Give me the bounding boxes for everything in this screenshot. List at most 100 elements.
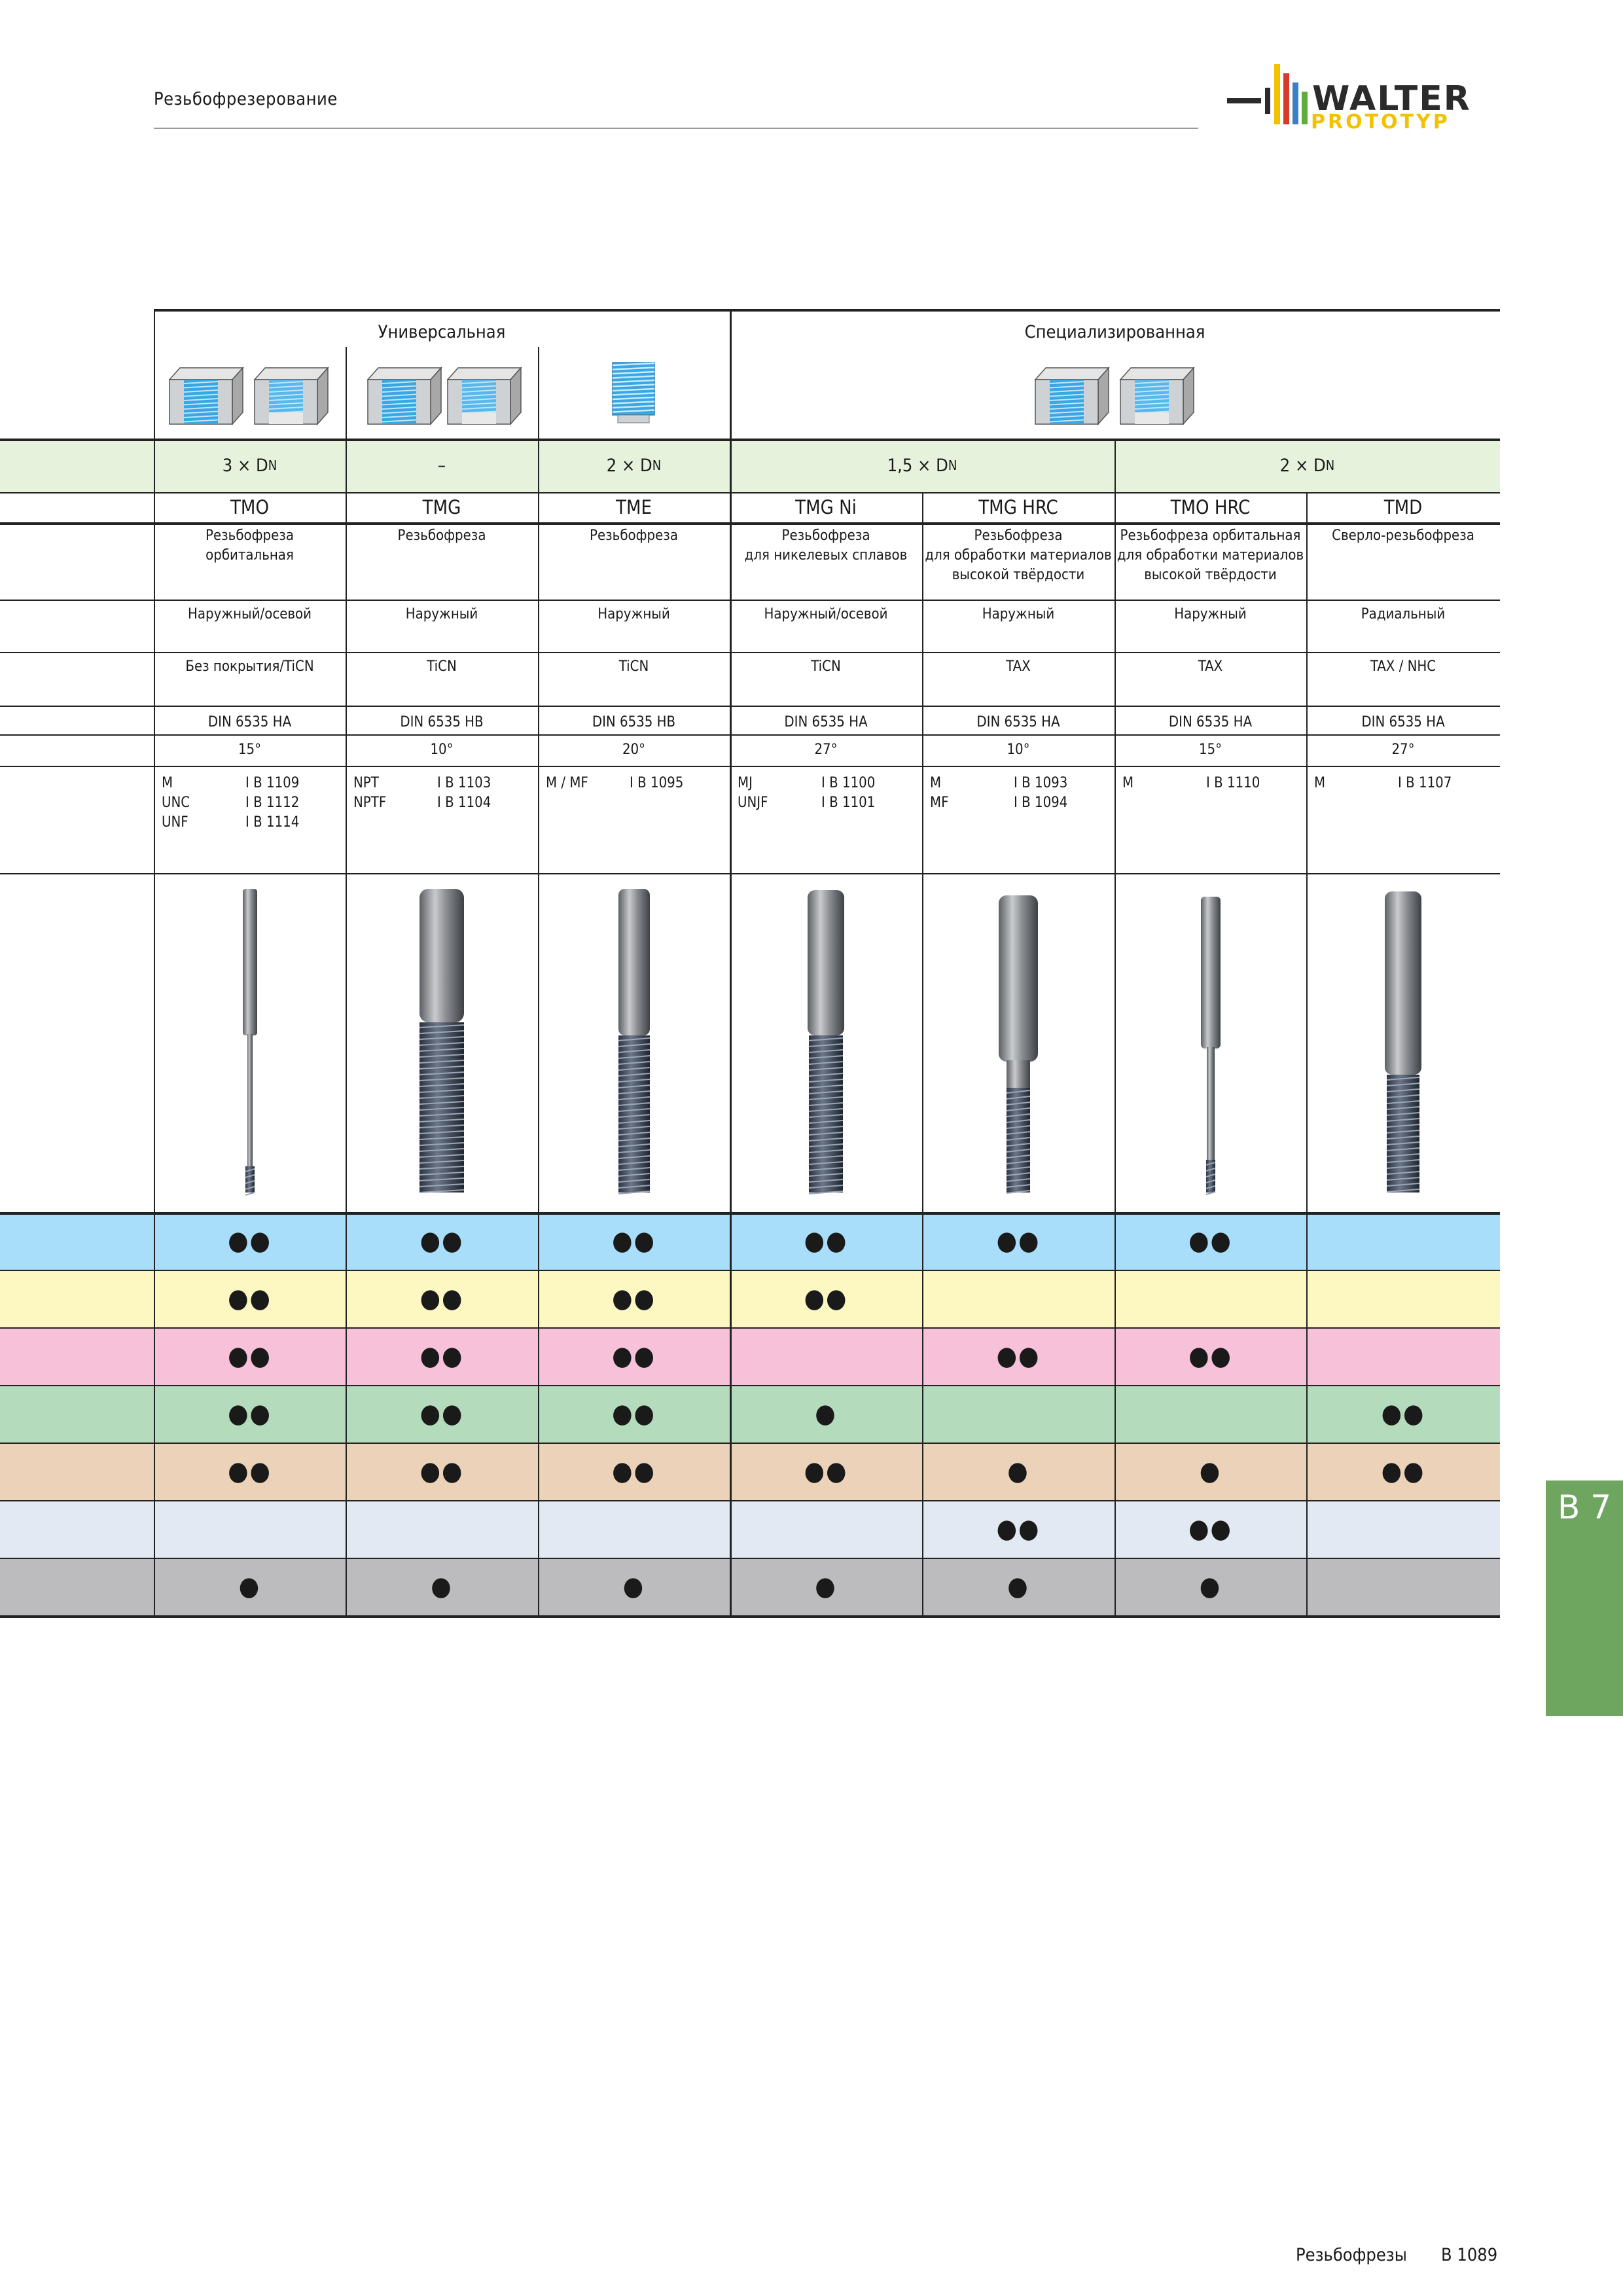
group-specialized: Специализированная	[1024, 322, 1205, 342]
thread-type: NPTF	[353, 795, 387, 811]
coating: TAX	[1198, 658, 1223, 675]
suitability-mark: ●	[238, 1571, 261, 1602]
suitability-mark: ●●	[996, 1226, 1041, 1256]
thread-type: MJ	[738, 775, 753, 791]
suitability-mark: ●●	[1188, 1514, 1232, 1544]
shank-standard: DIN 6535 HB	[400, 714, 484, 730]
suitability-mark	[346, 1500, 538, 1558]
tool-name: TMO HRC	[1170, 496, 1251, 518]
suitability-mark: ●	[1007, 1456, 1029, 1486]
tool-description-line: высокой твёрдости	[1144, 567, 1277, 583]
helix-angle: 10°	[430, 742, 454, 758]
catalog-page-ref: I B 1110	[1206, 775, 1260, 791]
suitability-mark: ●	[622, 1571, 645, 1602]
coating: TiCN	[427, 658, 457, 675]
suitability-mark: ●●	[419, 1341, 464, 1371]
suitability-mark: ●	[1007, 1571, 1029, 1602]
table-rule	[0, 1270, 1500, 1271]
chapter-tab-label: B 7	[1558, 1488, 1612, 1526]
machining-direction: Наружный	[982, 606, 1055, 622]
coating: TiCN	[811, 658, 841, 675]
table-rule	[0, 1558, 1500, 1559]
suitability-mark: ●●	[419, 1399, 464, 1429]
column-rule	[538, 347, 539, 1615]
tool-description-line: Резьбофреза	[974, 528, 1063, 544]
helix-angle: 10°	[1007, 742, 1030, 758]
thread-type: UNF	[162, 814, 188, 831]
suitability-mark	[154, 1500, 346, 1558]
suitability-mark: ●●	[1188, 1341, 1232, 1371]
tool-name: TME	[616, 496, 652, 518]
catalog-page-ref: I B 1112	[245, 795, 300, 811]
tool-description-line: Резьбофреза	[397, 528, 486, 544]
tool-name: TMG Ni	[795, 496, 857, 518]
table-rule	[0, 1615, 1500, 1618]
material-row-background	[0, 1558, 1500, 1615]
thread-reference: M I B 1110	[1115, 766, 1306, 873]
thread-type: UNC	[162, 795, 190, 811]
catalog-page-ref: I B 1114	[245, 814, 300, 831]
thread-hole-icon	[1119, 367, 1195, 425]
tool-description-line: для никелевых сплавов	[744, 547, 908, 564]
suitability-mark: ●●	[228, 1341, 272, 1371]
suitability-mark: ●●	[419, 1283, 464, 1314]
material-row-background	[0, 1327, 1500, 1385]
machining-direction: Наружный/осевой	[187, 606, 312, 622]
machining-direction: Наружный	[597, 606, 670, 622]
suitability-mark: ●●	[1381, 1399, 1425, 1429]
shank-standard: DIN 6535 HA	[1361, 714, 1445, 730]
helix-angle: 15°	[1198, 742, 1222, 758]
helix-angle: 15°	[238, 742, 262, 758]
suitability-mark	[1306, 1212, 1500, 1270]
suitability-mark	[1115, 1270, 1306, 1327]
k-value-subscript: N	[1325, 457, 1335, 473]
suitability-mark	[1306, 1327, 1500, 1385]
k-row-background	[0, 439, 1500, 492]
k-value-subscript: N	[948, 457, 957, 473]
catalog-page-ref: I B 1104	[437, 795, 491, 811]
column-rule	[1115, 439, 1116, 1615]
thread-hole-icon	[366, 367, 442, 425]
suitability-mark: ●●	[612, 1399, 656, 1429]
machining-direction: Радиальный	[1361, 606, 1446, 622]
catalog-page-ref: I B 1103	[437, 775, 491, 791]
machining-direction: Наружный	[405, 606, 478, 622]
thread-mill-tool-image	[808, 890, 844, 1194]
helix-angle: 27°	[1391, 742, 1415, 758]
thread-hole-icon	[1034, 367, 1110, 425]
suitability-mark: ●●	[996, 1514, 1041, 1544]
k-value-text: 2 × D	[606, 455, 652, 476]
column-rule	[346, 439, 347, 1615]
thread-type: M	[1122, 775, 1134, 791]
k-value-subscript: N	[652, 457, 662, 473]
thread-mill-tool-image	[618, 889, 650, 1194]
suitability-mark: ●●	[612, 1341, 656, 1371]
table-rule	[0, 734, 1500, 736]
catalog-page-ref: I B 1107	[1398, 775, 1452, 791]
suitability-mark: ●●	[804, 1456, 848, 1486]
shank-standard: DIN 6535 HA	[207, 714, 292, 730]
k-value-text: 1,5 × D	[887, 455, 948, 476]
material-row-background	[0, 1212, 1500, 1270]
thread-mill-tool-image	[999, 895, 1038, 1194]
tool-description-line: Резьбофреза	[205, 528, 294, 544]
suitability-mark	[730, 1500, 922, 1558]
walter-prototyp-logo: WALTER PROTOTYP	[1227, 64, 1470, 134]
table-rule	[0, 522, 1500, 525]
tool-description-line: Резьбофреза	[781, 528, 870, 544]
column-rule	[154, 309, 155, 1615]
header-rule	[154, 128, 1198, 129]
table-rule	[0, 873, 1500, 874]
table-rule	[0, 1500, 1500, 1501]
chapter-tab: B 7	[1546, 1480, 1623, 1716]
tool-description-line: Резьбофреза	[590, 528, 678, 544]
